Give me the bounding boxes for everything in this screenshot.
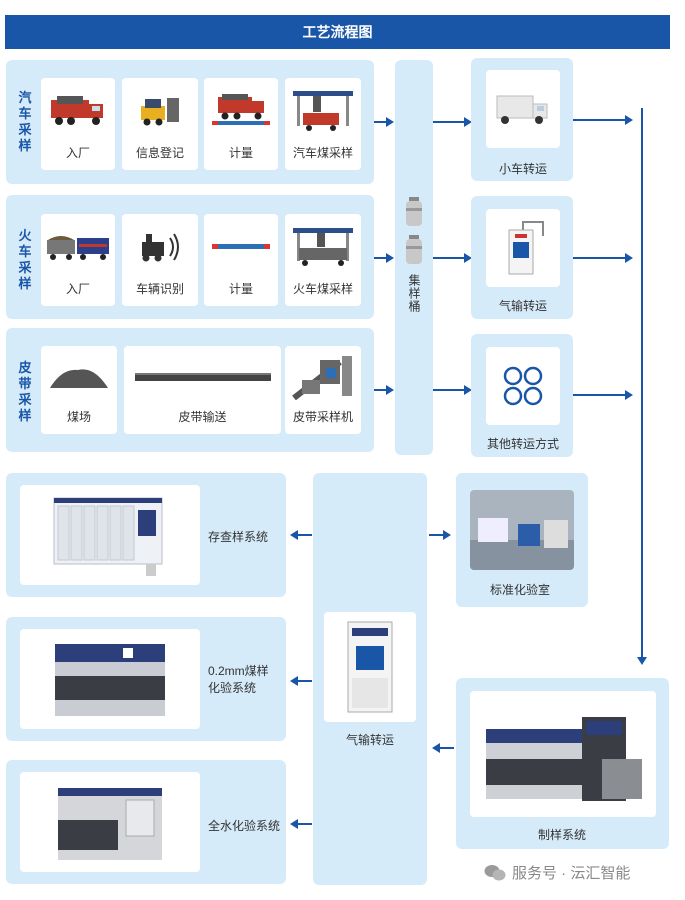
train-coal-sampler-label: 火车煤采样	[292, 282, 353, 296]
sample-bucket-icon	[406, 197, 422, 226]
belt-conveyor-card: 皮带输送	[124, 346, 281, 434]
other-to-main-arrow	[573, 390, 633, 400]
van-icon	[496, 95, 548, 124]
truck-entry-label: 入厂	[65, 146, 90, 160]
belt-to-collector-arrow	[374, 385, 394, 395]
collector-to-cart-arrow	[433, 117, 472, 127]
lab-room-icon	[470, 490, 574, 570]
truck-sampling-label: 汽车采样	[18, 90, 32, 153]
train-entry-label: 入厂	[65, 282, 90, 296]
wechat-icon	[484, 864, 506, 880]
belt-conveyor-label: 皮带输送	[178, 410, 227, 424]
coal-yard-card: 煤场	[41, 346, 117, 434]
prep-to-center-arrow	[432, 743, 454, 753]
to-archive-arrow	[290, 530, 312, 540]
main-down-arrow	[637, 108, 647, 665]
train-weigh-label: 计量	[228, 282, 253, 296]
to-moisture-arrow	[290, 819, 312, 829]
belt-sampler-icon	[292, 356, 352, 400]
lab-02mm-card	[20, 629, 200, 729]
train-entry-card: 入厂	[41, 214, 115, 306]
standard-lab-card	[470, 490, 574, 570]
pneumatic-to-main-arrow	[573, 253, 633, 263]
truck-icon	[51, 96, 103, 125]
analysis-machine-icon	[55, 644, 165, 716]
truck-sampler-icon	[293, 91, 353, 131]
prep-machine-icon	[486, 717, 642, 801]
moisture-machine-icon	[58, 788, 162, 860]
train-weigh-card: 计量	[204, 214, 278, 306]
train-to-collector-arrow	[374, 253, 394, 263]
to-standard-lab-arrow	[429, 530, 451, 540]
train-coal-sampler-card: 火车煤采样	[285, 214, 361, 306]
pneumatic-transfer-label: 气输转运	[499, 299, 548, 313]
lab-02mm-label: 0.2mm煤样 化验系统	[208, 664, 269, 695]
truck-weigh-label: 计量	[228, 146, 253, 160]
train-sampler-icon	[293, 228, 353, 266]
truck-to-collector-arrow	[374, 117, 394, 127]
belt-sampling-label: 皮带采样	[18, 360, 32, 423]
moisture-system-card	[20, 772, 200, 872]
info-register-label: 信息登记	[135, 146, 184, 160]
pneumatic-terminal-icon	[347, 621, 393, 713]
watermark-text: 服务号 · 沄汇智能	[512, 865, 631, 882]
cart-transfer-label: 小车转运	[499, 162, 548, 176]
pneumatic-transfer-card	[486, 209, 560, 287]
vehicle-recognition-card: 车辆识别	[122, 214, 198, 306]
collector-to-other-arrow	[433, 385, 472, 395]
prep-system-card	[470, 691, 656, 817]
watermark: 服务号 · 沄汇智能	[484, 862, 630, 883]
standard-lab-label: 标准化验室	[490, 583, 551, 597]
page-title: 工艺流程图	[5, 15, 670, 49]
train-icon	[47, 236, 109, 260]
other-transfer-card	[486, 347, 560, 425]
archive-cabinet-icon	[53, 497, 163, 576]
archive-system-card	[20, 485, 200, 585]
coal-yard-label: 煤场	[66, 410, 91, 424]
truck-entry-card: 入厂	[41, 78, 115, 170]
cart-transfer-card	[486, 70, 560, 148]
truck-coal-sampler-label: 汽车煤采样	[292, 146, 353, 160]
collector-label: 集样桶	[407, 274, 421, 313]
belt-sampler-card: 皮带采样机	[285, 346, 361, 434]
collector-to-pneumatic-arrow	[433, 253, 472, 263]
to-lab-02mm-arrow	[290, 676, 312, 686]
center-transfer-card	[324, 612, 416, 722]
rail-scale-icon	[212, 244, 270, 249]
recognition-icon	[142, 233, 179, 262]
other-transfer-label: 其他转运方式	[487, 437, 560, 451]
info-register-icon	[141, 98, 179, 126]
prep-system-label: 制样系统	[538, 828, 587, 842]
belt-sampler-label: 皮带采样机	[292, 410, 353, 424]
moisture-system-label: 全水化验系统	[208, 819, 281, 833]
truck-coal-sampler-card: 汽车煤采样	[285, 78, 361, 170]
clover-icon	[503, 366, 543, 406]
pneumatic-station-icon	[508, 221, 544, 275]
train-sampling-label: 火车采样	[18, 228, 32, 291]
info-register-card: 信息登记	[122, 78, 198, 170]
coal-pile-icon	[50, 369, 108, 388]
truck-scale-icon	[212, 94, 270, 125]
truck-weigh-card: 计量	[204, 78, 278, 170]
vehicle-recognition-label: 车辆识别	[135, 282, 184, 296]
conveyor-belt-icon	[134, 373, 271, 381]
center-transfer-label: 气输转运	[346, 733, 395, 747]
cart-to-main-arrow	[573, 115, 633, 125]
sample-bucket-icon-2	[406, 235, 422, 264]
archive-system-label: 存查样系统	[208, 530, 269, 544]
